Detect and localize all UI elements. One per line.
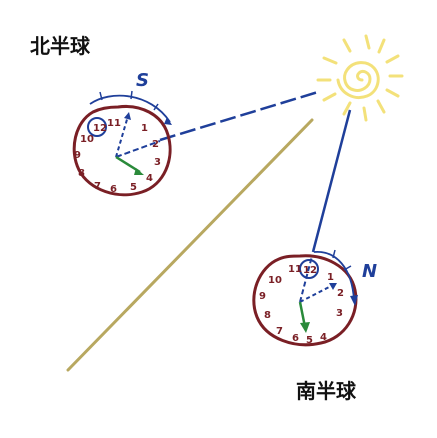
north-sun-line: [159, 90, 319, 142]
south-hemisphere-label: 南半球: [296, 379, 357, 403]
south-num-9: 9: [259, 291, 266, 302]
south-outer-arc: [313, 251, 355, 301]
south-arc-tick-2: [343, 265, 352, 271]
north-num-4: 4: [146, 173, 153, 184]
north-num-9: 9: [74, 150, 81, 161]
north-outer-arc: [89, 94, 171, 123]
north-bisector-hand: [115, 115, 129, 158]
north-bisector-arrowhead: [124, 112, 131, 120]
north-clock-rim: [72, 104, 172, 197]
south-12-circle: [299, 259, 319, 279]
south-num-1: 1: [327, 272, 334, 283]
south-num-5: 5: [306, 335, 313, 346]
north-num-10: 10: [80, 134, 94, 145]
north-num-7: 7: [94, 181, 101, 192]
north-num-3: 3: [154, 157, 161, 168]
south-num-8: 8: [264, 310, 271, 321]
south-num-3: 3: [336, 308, 343, 319]
north-arc-tick-1: [99, 91, 103, 101]
south-num-2: 2: [337, 288, 344, 299]
north-arc-tick-2: [130, 90, 133, 100]
north-12-circle: [87, 117, 107, 137]
horizon-line: [66, 118, 314, 372]
north-num-11: 11: [107, 118, 121, 129]
north-num-12: 12: [93, 123, 107, 134]
south-bisector-hand: [299, 284, 334, 303]
south-num-7: 7: [276, 326, 283, 337]
north-hour-arrowhead: [134, 168, 144, 175]
south-sun-line: [311, 109, 352, 253]
north-num-8: 8: [78, 168, 85, 179]
north-arc-tick-3: [153, 103, 159, 111]
south-clock-rim: [252, 254, 358, 347]
north-num-6: 6: [110, 184, 117, 195]
north-num-5: 5: [130, 182, 137, 193]
south-num-10: 10: [268, 275, 282, 286]
north-center-to-sun: [115, 140, 161, 158]
south-bisector-arrowhead: [329, 283, 337, 290]
south-num-4: 4: [320, 332, 327, 343]
north-direction-marker: S: [136, 70, 149, 91]
north-num-1: 1: [141, 123, 148, 134]
south-num-11: 11: [288, 264, 302, 275]
south-arc-arrowhead: [350, 295, 358, 306]
north-clock: 12 11 10 9 8 7 6 5 4 3 2 1: [72, 90, 172, 197]
north-num-2: 2: [152, 139, 159, 150]
south-arc-tick-1: [332, 249, 336, 259]
south-direction-marker: N: [362, 261, 377, 282]
north-arc-arrowhead: [164, 117, 172, 125]
north-hemisphere-label: 北半球: [30, 34, 91, 58]
south-clock: 12 11 10 9 8 7 6 5 4 3 2 1: [252, 249, 358, 347]
south-num-12: 12: [303, 265, 317, 276]
south-hour-arrowhead: [300, 322, 310, 333]
sun-icon: [316, 34, 404, 122]
south-num-6: 6: [292, 333, 299, 344]
